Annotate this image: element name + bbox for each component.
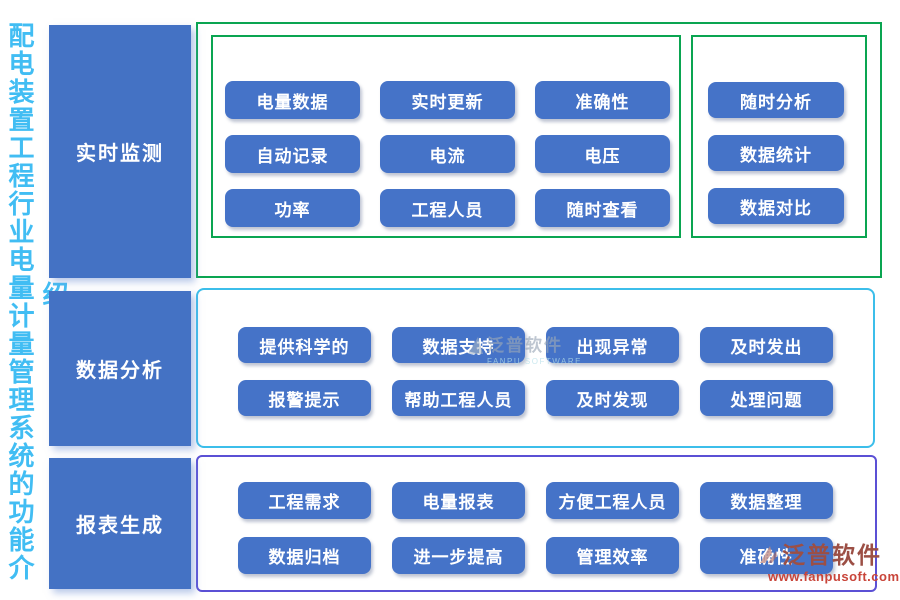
page-title: 配电装置工程行业电量计量管理系统的功能介: [5, 22, 34, 582]
feature-chip: 方便工程人员: [546, 482, 679, 519]
feature-chip: 工程人员: [380, 189, 515, 227]
section-label: 实时监测: [76, 143, 164, 165]
feature-chip: 自动记录: [225, 135, 360, 173]
feature-chip: 电量数据: [225, 81, 360, 119]
watermark-brand: 泛普软件: [487, 336, 563, 355]
section-label: 数据分析: [76, 360, 164, 382]
watermark-brand-en: FANPU SOFTWARE: [487, 357, 582, 366]
feature-chip: 及时发现: [546, 380, 679, 416]
feature-chip: 管理效率: [546, 537, 679, 574]
watermark-corner-row: 泛普软件: [756, 543, 900, 567]
section-block-realtime-monitoring: 实时监测: [49, 25, 191, 278]
feature-chip: 随时查看: [535, 189, 670, 227]
data-analysis-grid: 提供科学的 数据支持 出现异常 及时发出 报警提示 帮助工程人员 及时发现 处理…: [238, 327, 833, 416]
realtime-feature-grid: 电量数据 实时更新 准确性 自动记录 电流 电压 功率 工程人员 随时查看: [225, 81, 670, 227]
watermark-brand: 泛普软件: [782, 542, 882, 568]
watermark-url: www.fanpusoft.com: [768, 569, 900, 584]
feature-chip: 电流: [380, 135, 515, 173]
section-panel-realtime-outer: [196, 22, 882, 278]
feature-chip: 数据归档: [238, 537, 371, 574]
feature-chip: 及时发出: [700, 327, 833, 363]
section-panel-data-analysis: [196, 288, 875, 448]
feature-chip: 数据统计: [708, 135, 844, 171]
feature-chip: 数据对比: [708, 188, 844, 224]
watermark-corner: 泛普软件 www.fanpusoft.com: [756, 543, 900, 583]
feature-chip: 提供科学的: [238, 327, 371, 363]
realtime-analysis-grid: 随时分析 数据统计 数据对比: [708, 82, 844, 224]
feature-chip: 准确性: [535, 81, 670, 119]
realtime-feature-box: [211, 35, 681, 238]
report-grid: 工程需求 电量报表 方便工程人员 数据整理 数据归档 进一步提高 管理效率 准确…: [238, 482, 833, 574]
feature-chip: 报警提示: [238, 380, 371, 416]
feature-chip: 电量报表: [392, 482, 525, 519]
feature-chip: 功率: [225, 189, 360, 227]
feature-chip: 工程需求: [238, 482, 371, 519]
realtime-analysis-box: [691, 35, 867, 238]
feature-chip: 出现异常: [546, 327, 679, 363]
section-block-data-analysis: 数据分析: [49, 291, 191, 446]
section-label: 报表生成: [76, 515, 164, 537]
feature-chip: 随时分析: [708, 82, 844, 118]
watermark-center-text: 泛普软件 FANPU SOFTWARE: [487, 331, 582, 366]
feature-chip: 进一步提高: [392, 537, 525, 574]
fanpu-logo-icon: [760, 546, 777, 563]
feature-chip: 处理问题: [700, 380, 833, 416]
feature-chip: 帮助工程人员: [392, 380, 525, 416]
fanpu-logo-icon: [468, 337, 483, 354]
section-panel-report: [196, 455, 877, 592]
watermark-center: 泛普软件 FANPU SOFTWARE: [468, 331, 582, 366]
feature-chip: 实时更新: [380, 81, 515, 119]
section-block-report-generation: 报表生成: [49, 458, 191, 589]
feature-chip: 数据整理: [700, 482, 833, 519]
feature-chip: 电压: [535, 135, 670, 173]
